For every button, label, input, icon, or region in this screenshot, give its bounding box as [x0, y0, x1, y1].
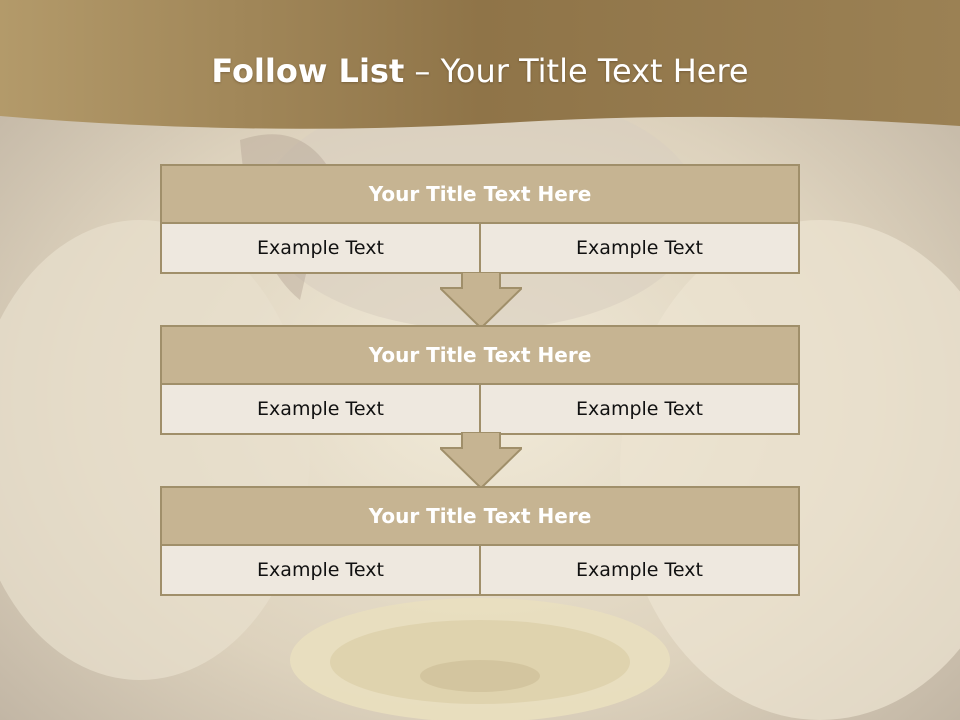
step-block-1: Your Title Text Here Example Text Exampl… [160, 164, 800, 274]
step-2-left-cell: Example Text [162, 385, 479, 433]
step-title-3: Your Title Text Here [162, 488, 798, 546]
step-2-right-cell: Example Text [479, 385, 798, 433]
slide-title: Follow List – Your Title Text Here [0, 52, 960, 90]
down-arrow-icon [440, 432, 522, 488]
step-title-2: Your Title Text Here [162, 327, 798, 385]
step-row-2: Example Text Example Text [162, 385, 798, 433]
step-1-left-cell: Example Text [162, 224, 479, 272]
slide-title-bold: Follow List [211, 52, 405, 90]
step-1-right-cell: Example Text [479, 224, 798, 272]
step-row-3: Example Text Example Text [162, 546, 798, 594]
step-3-left-cell: Example Text [162, 546, 479, 594]
slide-title-rest: – Your Title Text Here [404, 52, 749, 90]
down-arrow-icon [440, 272, 522, 328]
step-block-3: Your Title Text Here Example Text Exampl… [160, 486, 800, 596]
step-block-2: Your Title Text Here Example Text Exampl… [160, 325, 800, 435]
step-title-1: Your Title Text Here [162, 166, 798, 224]
step-row-1: Example Text Example Text [162, 224, 798, 272]
step-3-right-cell: Example Text [479, 546, 798, 594]
